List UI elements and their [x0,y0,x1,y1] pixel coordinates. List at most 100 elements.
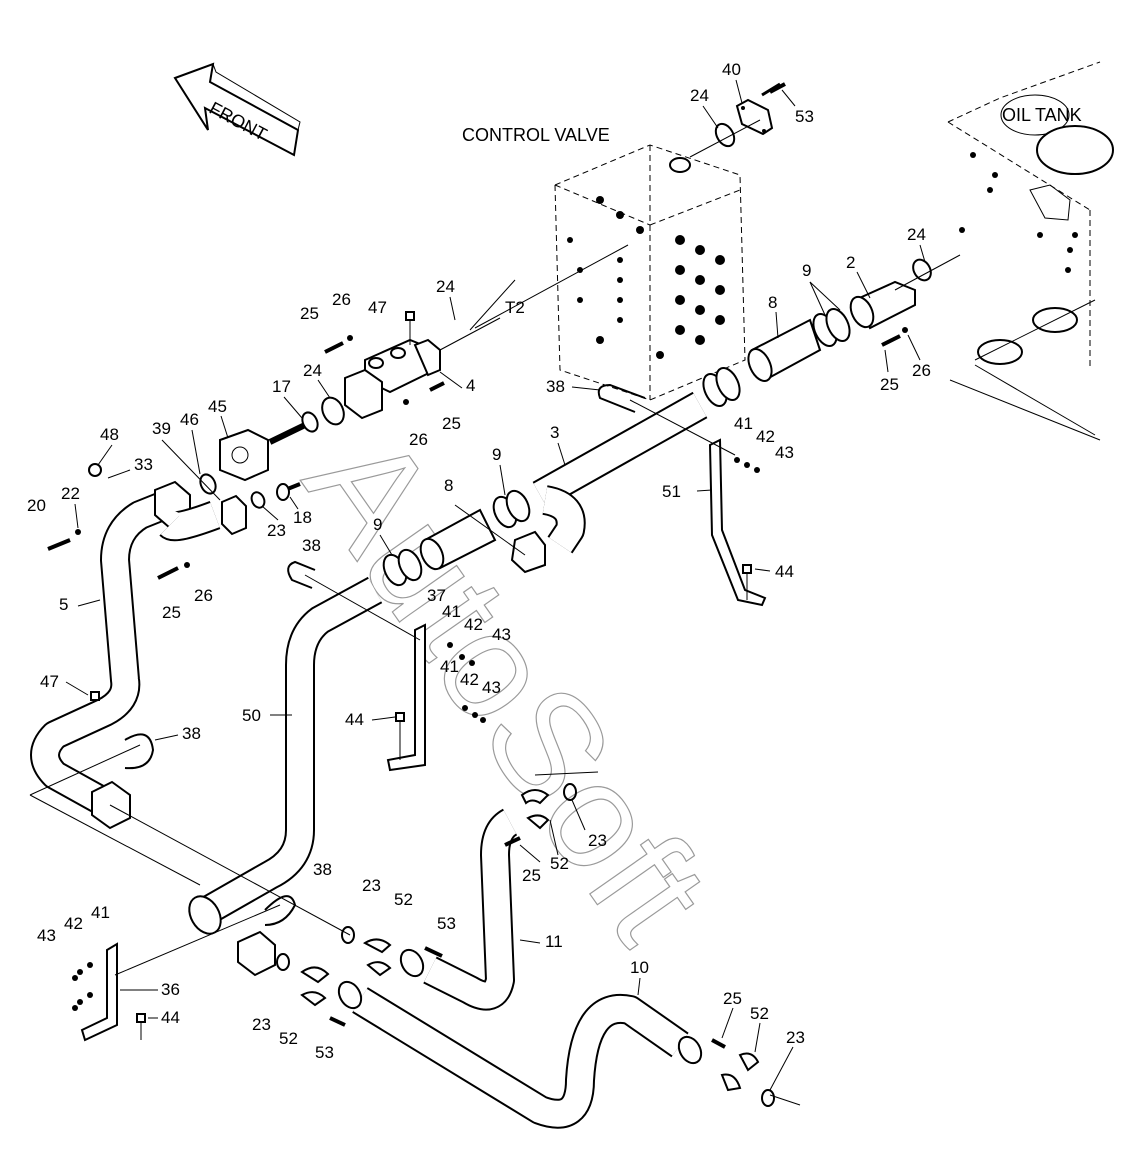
callout-46: 46 [180,410,199,429]
callout-47: 47 [40,672,59,691]
hose-clamps-9-lower [382,489,531,587]
callout-24: 24 [436,277,455,296]
callout-39: 39 [152,419,171,438]
callout-8: 8 [768,293,777,312]
callout-47: 47 [368,298,387,317]
callout-40: 40 [722,60,741,79]
callout-38: 38 [182,724,201,743]
callout-43: 43 [482,678,501,697]
callout-9: 9 [373,515,382,534]
centerlines [29,244,801,1106]
u-bolt-38-c [124,733,155,770]
callout-17: 17 [272,377,291,396]
callout-4: 4 [466,376,475,395]
hose-8-lower [419,508,497,571]
callout-44: 44 [345,710,364,729]
callout-38: 38 [546,377,565,396]
callout-2: 2 [846,253,855,272]
callout-25: 25 [522,866,541,885]
split-flanges-52 [300,789,760,1092]
callout-25: 25 [442,414,461,433]
callout-52: 52 [550,854,569,873]
u-bolt-38-d [264,895,297,926]
callout-44: 44 [161,1008,180,1027]
callout-23: 23 [252,1015,271,1034]
callouts: 40 24 53 24 9 2 8 25 26 25 26 47 24 24 1… [27,60,931,1062]
cover-plate-40 [689,82,781,158]
callout-51: 51 [662,482,681,501]
callout-42: 42 [64,914,83,933]
callout-36: 36 [161,980,180,999]
callout-48: 48 [100,425,119,444]
callout-43: 43 [492,625,511,644]
callout-26: 26 [332,290,351,309]
callout-3: 3 [550,423,559,442]
leader-lines [65,79,926,1091]
callout-11: 11 [545,932,563,951]
callout-26: 26 [409,430,428,449]
callout-24: 24 [907,225,926,244]
callout-41: 41 [734,414,753,433]
bracket-36 [80,942,118,1042]
callout-20: 20 [27,496,46,515]
control-valve-label: CONTROL VALVE [462,125,610,145]
pipe-4 [344,317,501,420]
hose-11 [399,808,519,1011]
callout-24: 24 [303,361,322,380]
callout-38: 38 [302,536,321,555]
pipe-5 [30,480,247,830]
callout-10: 10 [630,958,649,977]
callout-9: 9 [802,261,811,280]
callout-33: 33 [134,455,153,474]
callout-8: 8 [444,476,453,495]
callout-41: 41 [440,657,459,676]
port-t2-label: T2 [505,298,525,317]
fitting-17 [268,396,345,445]
bracket-37 [386,623,426,772]
pipe-3 [510,391,708,574]
callout-52: 52 [394,890,413,909]
callout-5: 5 [59,595,68,614]
callout-25: 25 [880,375,899,394]
o-rings-23 [276,783,775,1107]
oil-tank-label: OIL TANK [1002,105,1082,125]
pipe-50 [188,576,383,977]
callout-41: 41 [442,602,461,621]
hose-8-upper [747,318,822,382]
callout-41: 41 [91,903,110,922]
pipe-2 [849,254,961,330]
callout-43: 43 [775,443,794,462]
callout-9: 9 [492,445,501,464]
callout-53: 53 [795,107,814,126]
callout-24: 24 [690,86,709,105]
callout-18: 18 [293,508,312,527]
front-arrow-icon: FRONT [173,62,301,157]
control-valve [554,144,746,401]
callout-25: 25 [162,603,181,622]
hose-10 [337,980,703,1129]
callout-38: 38 [313,860,332,879]
fitting-18 [276,482,301,501]
callout-53: 53 [437,914,456,933]
callout-42: 42 [756,427,775,446]
bolts-44 [136,564,752,1040]
callout-42: 42 [460,670,479,689]
callout-42: 42 [464,615,483,634]
bracket-51 [708,438,767,607]
callout-53: 53 [315,1043,334,1062]
callout-44: 44 [775,562,794,581]
callout-43: 43 [37,926,56,945]
oil-tank [947,61,1114,441]
callout-23: 23 [786,1028,805,1047]
u-bolt-38-a [597,383,646,413]
callout-22: 22 [61,484,80,503]
callout-52: 52 [279,1029,298,1048]
bolts-53-25 [329,836,726,1049]
callout-23: 23 [362,876,381,895]
adapter-block-45 [199,428,269,509]
nuts-washers [72,457,760,1011]
callout-50: 50 [242,706,261,725]
callout-26: 26 [912,361,931,380]
callout-26: 26 [194,586,213,605]
